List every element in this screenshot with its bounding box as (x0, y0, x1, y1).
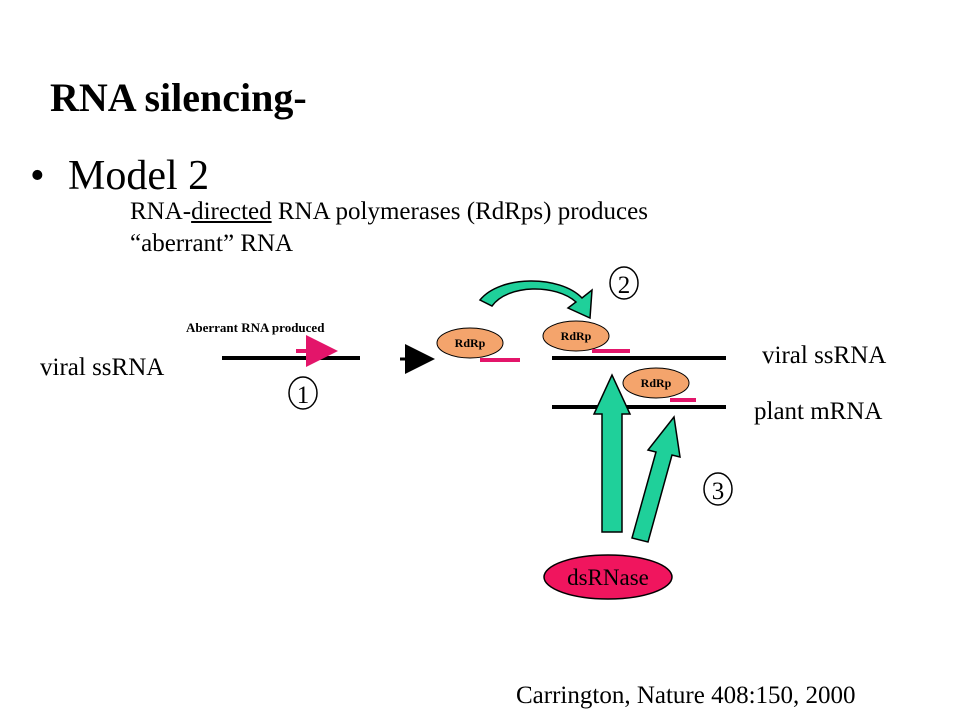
aberrant-rna-produced-label: Aberrant RNA produced (186, 320, 325, 335)
citation: Carrington, Nature 408:150, 2000 (516, 682, 856, 709)
step-3-diagonal-arrow (631, 415, 681, 543)
rdrp-middle-label: RdRp (455, 336, 486, 350)
step-1-label: 1 (297, 382, 310, 409)
rdrp-lower-blob (622, 367, 690, 399)
step-2-circle (609, 266, 639, 300)
rdrp-middle-blob (436, 327, 504, 359)
step-3-circle (703, 472, 733, 506)
step-3-label: 3 (712, 478, 725, 505)
step-1-circle (288, 376, 318, 410)
rdrp-top-blob (542, 320, 610, 352)
plant-mrna-label: plant mRNA (754, 398, 882, 425)
step-3-vertical-arrow (592, 373, 632, 533)
bullet-marker: • (30, 153, 45, 199)
rdrp-top-label: RdRp (561, 329, 592, 343)
rdrp-lower-label: RdRp (641, 376, 672, 390)
bullet-model: • Model 2 (30, 152, 209, 200)
dsrnase-blob (543, 554, 673, 600)
description-line-2: “aberrant” RNA (130, 230, 294, 257)
description-line-1: RNA-directed RNA polymerases (RdRps) pro… (130, 196, 648, 228)
description-suffix: RNA polymerases (RdRps) produces (271, 198, 648, 225)
bullet-text: Model 2 (68, 153, 210, 199)
description-prefix: RNA- (130, 198, 192, 225)
slide-title: RNA silencing- (50, 75, 307, 120)
step-2-curved-arrow (478, 280, 593, 320)
description-underlined: directed (191, 198, 272, 225)
step-2-label: 2 (618, 272, 631, 299)
viral-ssrna-left-label: viral ssRNA (40, 354, 164, 381)
dsrnase-label: dsRNase (567, 565, 649, 590)
model-description: RNA-directed RNA polymerases (RdRps) pro… (130, 196, 648, 260)
viral-ssrna-right-label: viral ssRNA (762, 342, 886, 369)
